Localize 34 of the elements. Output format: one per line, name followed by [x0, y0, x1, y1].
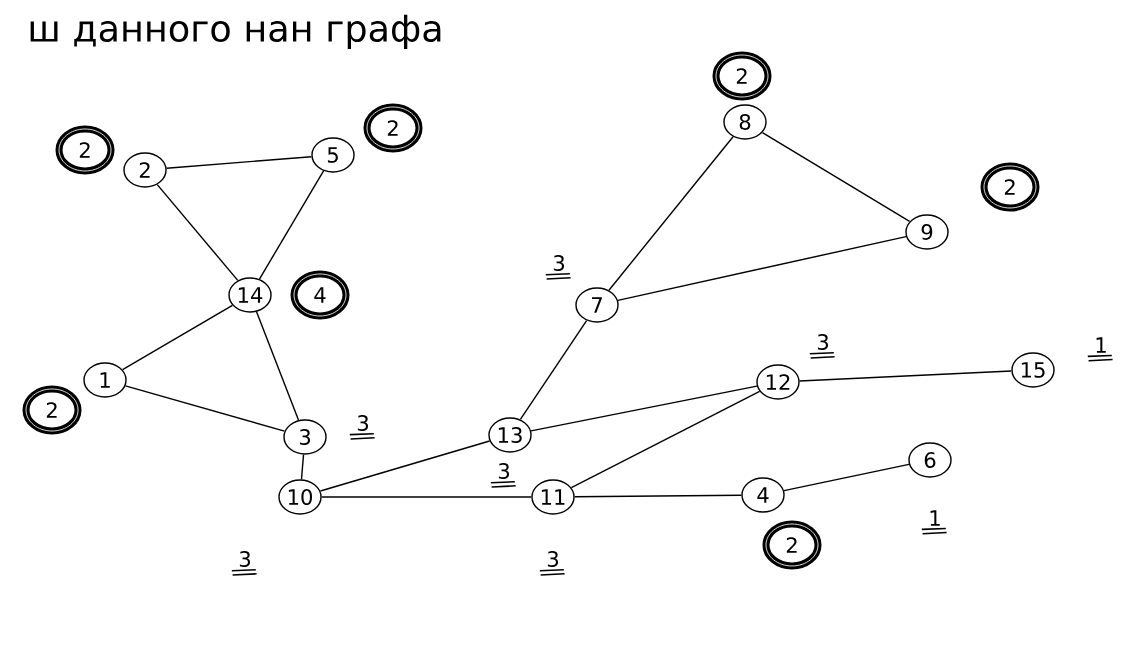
underlined-degree: 3 [239, 551, 251, 567]
edge-line [761, 131, 911, 223]
edge-line [321, 496, 532, 498]
edge-line [156, 183, 239, 282]
circled-degree: 2 [363, 103, 423, 153]
edge-line [608, 136, 734, 291]
edge-line [783, 463, 910, 492]
underlined-degree: 3 [498, 463, 510, 479]
edge-line [165, 156, 313, 169]
underlined-degree: 3 [357, 415, 369, 431]
circled-degree: 2 [980, 162, 1040, 212]
edge-line [319, 440, 491, 492]
edge-line [519, 319, 588, 421]
edge-line [798, 370, 1013, 382]
edge-line [121, 304, 234, 371]
circled-degree: 2 [762, 520, 822, 570]
edge-line [255, 311, 300, 421]
circled-degree: 2 [22, 385, 82, 435]
underlined-degree: 3 [817, 334, 829, 350]
underlined-degree: 1 [1096, 337, 1106, 353]
underlined-degree: 1 [930, 510, 940, 526]
edge-line [617, 235, 907, 302]
edge-line [570, 390, 761, 489]
edge-line [258, 170, 325, 280]
underlined-degree: 3 [547, 551, 559, 567]
edge-line [574, 494, 742, 498]
title: ш данного нан графа [30, 14, 441, 50]
circled-degree: 2 [55, 125, 115, 175]
underlined-degree: 3 [553, 255, 565, 271]
circled-degree: 2 [712, 51, 772, 101]
edge-line [124, 385, 286, 432]
edge-line [530, 385, 758, 432]
circled-degree: 4 [290, 270, 350, 320]
edge-line [300, 453, 305, 481]
